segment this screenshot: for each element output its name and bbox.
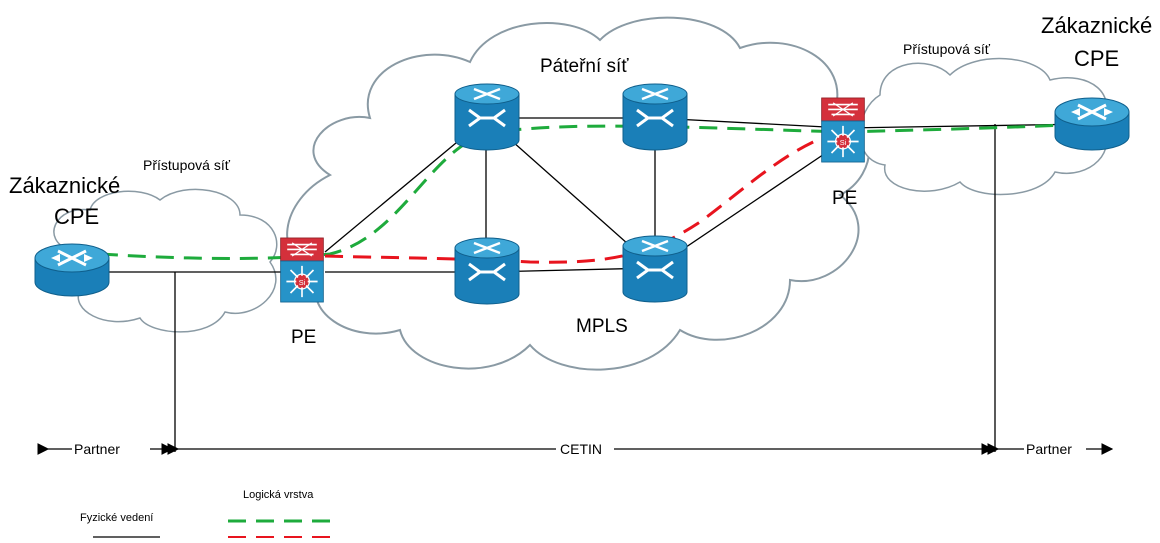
- pe-left-icon: [279, 237, 325, 303]
- cpe-right-label-line1: Zákaznické: [1041, 13, 1152, 38]
- access-left-label: Přístupová síť: [143, 157, 231, 173]
- core-cloud-label: Páteřní síť: [540, 56, 629, 77]
- partner-right-label: Partner: [1026, 441, 1072, 457]
- legend-logical-label: Logická vrstva: [243, 489, 314, 501]
- pe-left-label: PE: [291, 327, 316, 348]
- cpe-left-label-line2: CPE: [54, 204, 99, 229]
- cpe-left-router-icon: [33, 242, 111, 298]
- core-router-bottom-right-icon: [621, 234, 689, 304]
- core-cloud: [286, 16, 871, 371]
- cpe-right-label-line2: CPE: [1074, 46, 1119, 71]
- cpe-left-label-line1: Zákaznické: [9, 173, 120, 198]
- partner-left-label: Partner: [74, 441, 120, 457]
- pe-right-label: PE: [832, 188, 857, 209]
- access-cloud-left: [51, 188, 278, 333]
- pe-right-icon: [820, 97, 866, 163]
- core-router-bottom-left-icon: [453, 236, 521, 306]
- access-cloud-right: [859, 57, 1107, 196]
- cetin-label: CETIN: [560, 441, 602, 457]
- access-right-label: Přístupová síť: [903, 41, 991, 57]
- core-router-top-right-icon: [621, 82, 689, 152]
- legend-physical-label: Fyzické vedení: [80, 512, 153, 524]
- cpe-right-router-icon: [1053, 96, 1131, 152]
- logical-path-red: [324, 128, 846, 264]
- core-router-top-left-icon: [453, 82, 521, 152]
- mpls-label: MPLS: [576, 316, 628, 337]
